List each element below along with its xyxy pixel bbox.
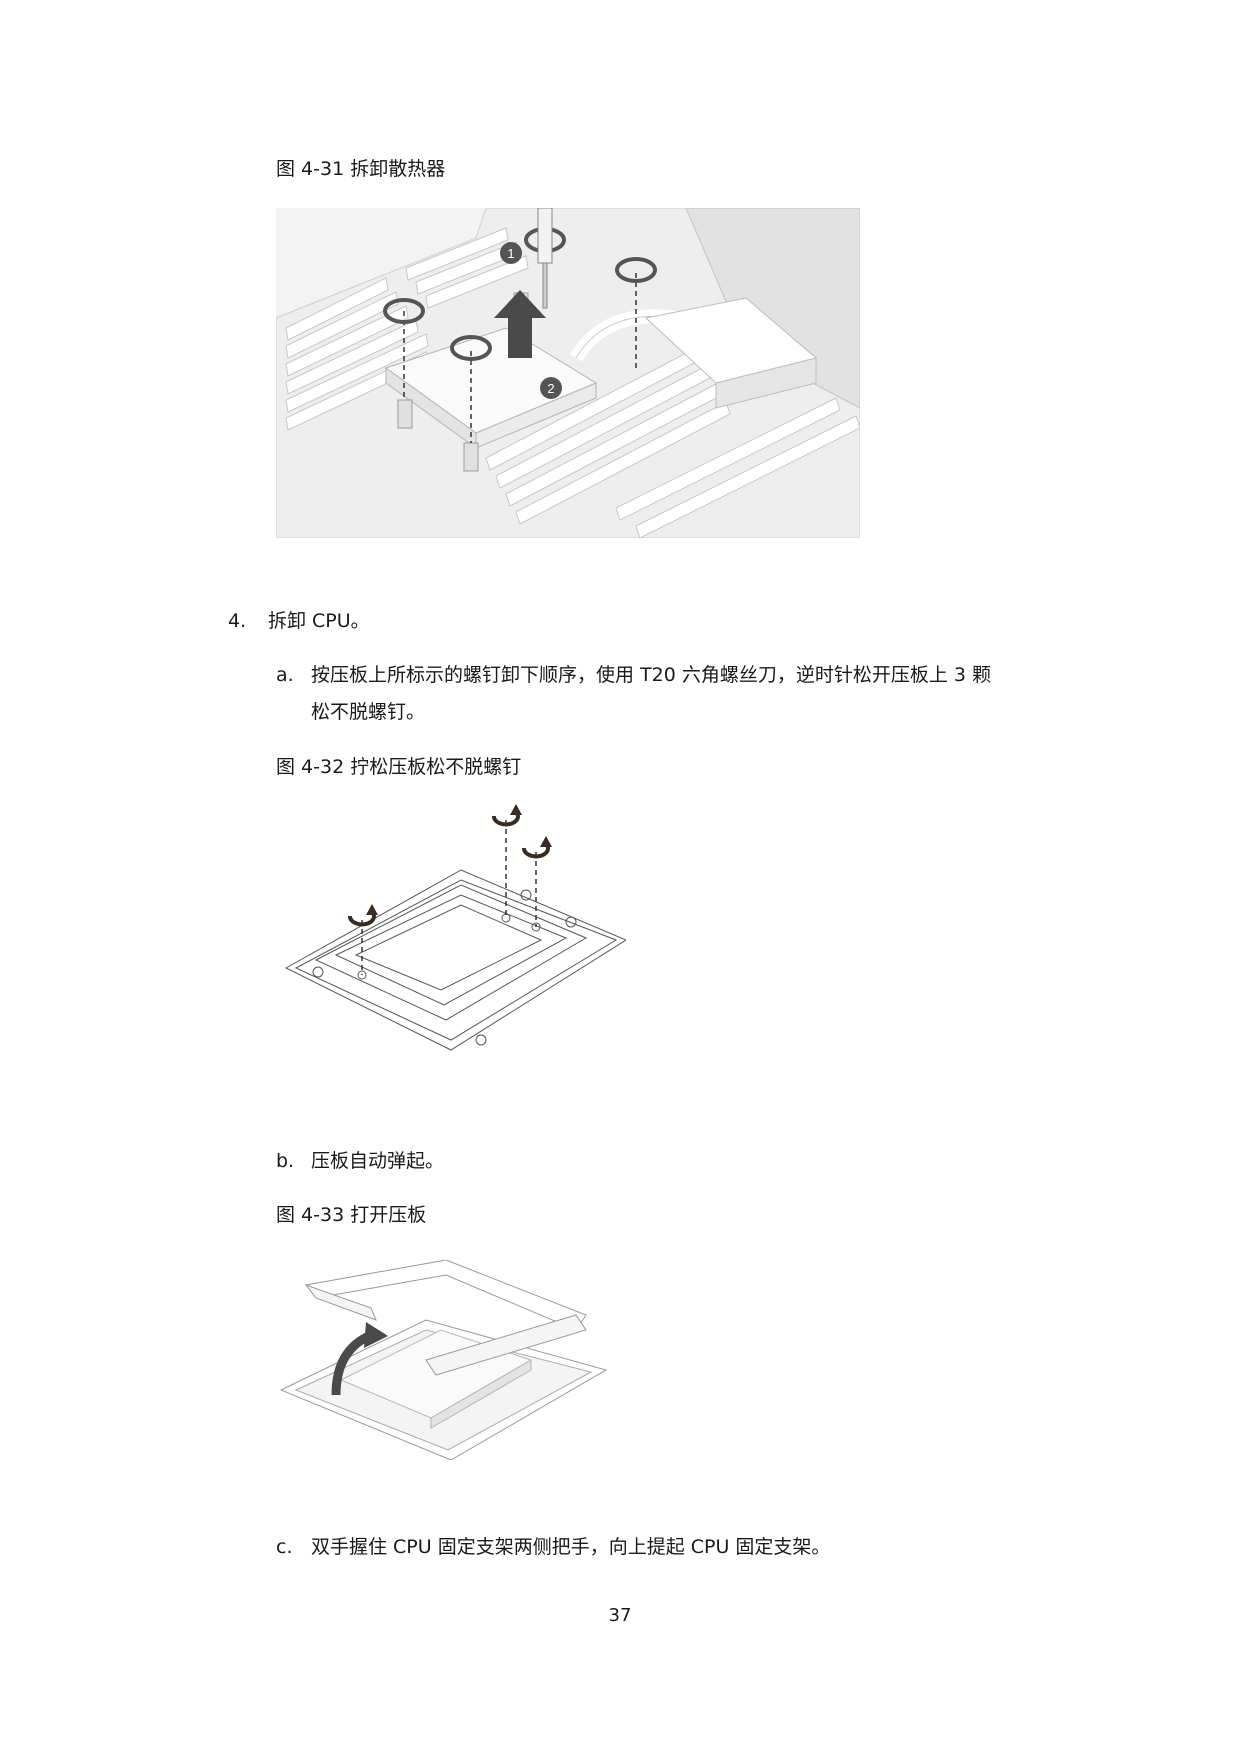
substep-b-line-1: 压板自动弹起。: [311, 1150, 445, 1172]
step-4-number: 4.: [228, 610, 247, 632]
svg-text:2: 2: [547, 381, 554, 396]
figure-caption-4-31: 图 4-31 拆卸散热器: [276, 158, 446, 180]
figure-caption-4-32: 图 4-32 拧松压板松不脱螺钉: [276, 756, 522, 778]
substep-a-label: a.: [276, 664, 294, 686]
svg-text:1: 1: [507, 246, 514, 261]
substep-a-line-2: 松不脱螺钉。: [311, 701, 426, 723]
substep-a-line-1: 按压板上所标示的螺钉卸下顺序，使用 T20 六角螺丝刀，逆时针松开压板上 3 颗: [311, 664, 992, 686]
figure-caption-4-33: 图 4-33 打开压板: [276, 1204, 427, 1226]
step-4-text: 拆卸 CPU。: [268, 610, 370, 632]
open-plate-figure: [276, 1260, 626, 1460]
heatsink-removal-figure: 1 2: [276, 208, 860, 538]
substep-b-label: b.: [276, 1150, 295, 1172]
substep-c-line-1: 双手握住 CPU 固定支架两侧把手，向上提起 CPU 固定支架。: [311, 1536, 831, 1558]
loosen-screws-figure: [276, 790, 626, 1070]
page-number: 37: [608, 1605, 632, 1626]
substep-c-label: c.: [276, 1536, 293, 1558]
